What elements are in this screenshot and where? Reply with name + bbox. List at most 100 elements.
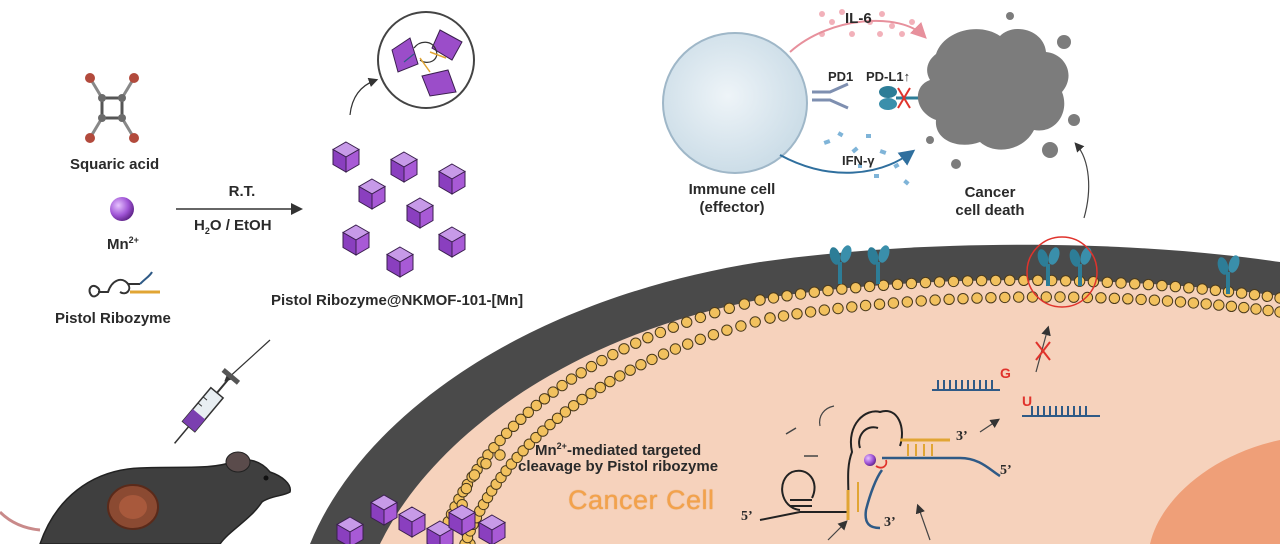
lipid-head bbox=[1262, 304, 1274, 317]
lipid-head bbox=[777, 310, 790, 322]
lipid-head bbox=[1235, 287, 1248, 299]
squaric-acid-molecule bbox=[85, 73, 139, 143]
lipid-head bbox=[1068, 291, 1080, 303]
lipid-head bbox=[905, 277, 918, 290]
lipid-head bbox=[596, 354, 608, 367]
lipid-head bbox=[618, 343, 630, 355]
mof-zoom-circle bbox=[377, 11, 475, 109]
lipid-head bbox=[971, 292, 983, 304]
mof-cubes-cluster bbox=[332, 141, 466, 278]
lipid-head bbox=[933, 276, 946, 288]
lipid-head bbox=[576, 393, 588, 406]
cancer-death-line1: Cancer bbox=[964, 184, 1016, 201]
lipid-head bbox=[707, 329, 720, 341]
pistol-ribozyme-icon bbox=[88, 271, 160, 298]
lipid-head bbox=[1174, 296, 1187, 308]
lipid-head bbox=[915, 295, 927, 307]
lipid-head bbox=[818, 304, 830, 316]
lipid-head bbox=[901, 296, 913, 308]
lipid-head bbox=[721, 324, 733, 336]
lipid-head bbox=[642, 332, 654, 344]
lipid-head bbox=[654, 326, 667, 339]
lipid-head bbox=[794, 288, 807, 300]
pistol-ribozyme-label: Pistol Ribozyme bbox=[55, 310, 171, 327]
cancer-death-label: Cancer cell death bbox=[938, 184, 1042, 220]
lipid-head bbox=[975, 274, 988, 287]
lipid-head bbox=[575, 367, 587, 379]
mn-label-base: Mn bbox=[107, 236, 129, 253]
lipid-head bbox=[764, 312, 776, 324]
lipid-head bbox=[767, 292, 780, 304]
immune-cell-line2: (effector) bbox=[699, 199, 765, 216]
lipid-head bbox=[1013, 291, 1025, 303]
solvent-h: H bbox=[194, 217, 205, 234]
lipid-head bbox=[694, 311, 707, 324]
lipid-head bbox=[1187, 297, 1200, 309]
lipid-head bbox=[808, 286, 820, 298]
lipid-head bbox=[1115, 277, 1127, 289]
lipid-head bbox=[943, 293, 955, 305]
lipid-head bbox=[999, 291, 1011, 304]
lipid-head bbox=[1200, 298, 1212, 310]
lipid-head bbox=[669, 343, 682, 355]
lipid-head bbox=[709, 307, 721, 319]
cancer-death-line2: cell death bbox=[955, 202, 1025, 219]
immune-cell-label: Immune cell (effector) bbox=[672, 181, 792, 217]
mn-label: Mn2+ bbox=[107, 231, 139, 254]
lipid-head bbox=[749, 316, 761, 328]
lipid-head bbox=[846, 301, 858, 313]
base-g-label: G bbox=[1000, 365, 1011, 381]
death-arrow bbox=[1074, 142, 1090, 219]
lipid-head bbox=[585, 360, 598, 373]
pd1-receptor bbox=[812, 82, 849, 110]
cleaved-rna-right bbox=[1022, 406, 1100, 417]
ifn-arrow bbox=[779, 149, 916, 174]
lipid-head bbox=[1108, 292, 1121, 304]
lipid-head bbox=[547, 386, 559, 398]
lipid-head bbox=[480, 458, 492, 470]
lipid-head bbox=[657, 348, 670, 360]
lipid-head bbox=[1004, 274, 1016, 286]
mediated-mn: Mn bbox=[535, 442, 557, 459]
lipid-head bbox=[1238, 301, 1250, 314]
lipid-head bbox=[667, 321, 679, 333]
cleavage-arrow bbox=[979, 418, 1000, 433]
mn-ion-catalytic bbox=[864, 454, 876, 466]
lipid-head bbox=[1032, 274, 1044, 286]
immune-cell bbox=[662, 32, 808, 174]
mediated-sup: 2+ bbox=[556, 441, 567, 451]
lipid-head bbox=[873, 298, 886, 310]
lipid-head bbox=[1142, 278, 1155, 291]
solvent-rest: O / EtOH bbox=[209, 217, 272, 234]
mof-entry-arrow bbox=[827, 520, 848, 541]
cleavage-site-mark bbox=[875, 459, 888, 469]
lipid-head bbox=[1081, 291, 1094, 304]
five-prime-right: 5’ bbox=[1000, 463, 1012, 478]
nucleus bbox=[1150, 440, 1280, 544]
lipid-head bbox=[630, 337, 642, 349]
lipid-head bbox=[754, 294, 766, 306]
lipid-head bbox=[1196, 283, 1208, 295]
lipid-head bbox=[836, 283, 848, 295]
block-cross bbox=[1035, 341, 1051, 361]
lipid-head bbox=[460, 482, 472, 495]
lipid-head bbox=[791, 308, 803, 320]
lipid-head bbox=[681, 316, 693, 328]
mediated-line2: cleavage by Pistol ribozyme bbox=[518, 458, 719, 475]
lipid-head bbox=[565, 373, 578, 385]
lipid-head bbox=[1161, 295, 1174, 307]
mn-label-charge: 2+ bbox=[128, 235, 139, 245]
lipid-head bbox=[723, 302, 735, 314]
lipid-head bbox=[859, 299, 872, 312]
syringe-icon bbox=[173, 368, 241, 444]
lipid-head bbox=[804, 306, 817, 318]
lipid-head bbox=[624, 364, 636, 376]
mouse-illustration bbox=[0, 451, 291, 544]
solvent-label: H2O / EtOH bbox=[194, 217, 272, 240]
lipid-head bbox=[947, 275, 960, 288]
mn-ion-sphere bbox=[110, 197, 134, 221]
lipid-head bbox=[1225, 300, 1238, 312]
lipid-head bbox=[990, 274, 1002, 287]
three-prime-bottom: 3’ bbox=[884, 515, 896, 530]
lipid-head bbox=[738, 298, 751, 310]
